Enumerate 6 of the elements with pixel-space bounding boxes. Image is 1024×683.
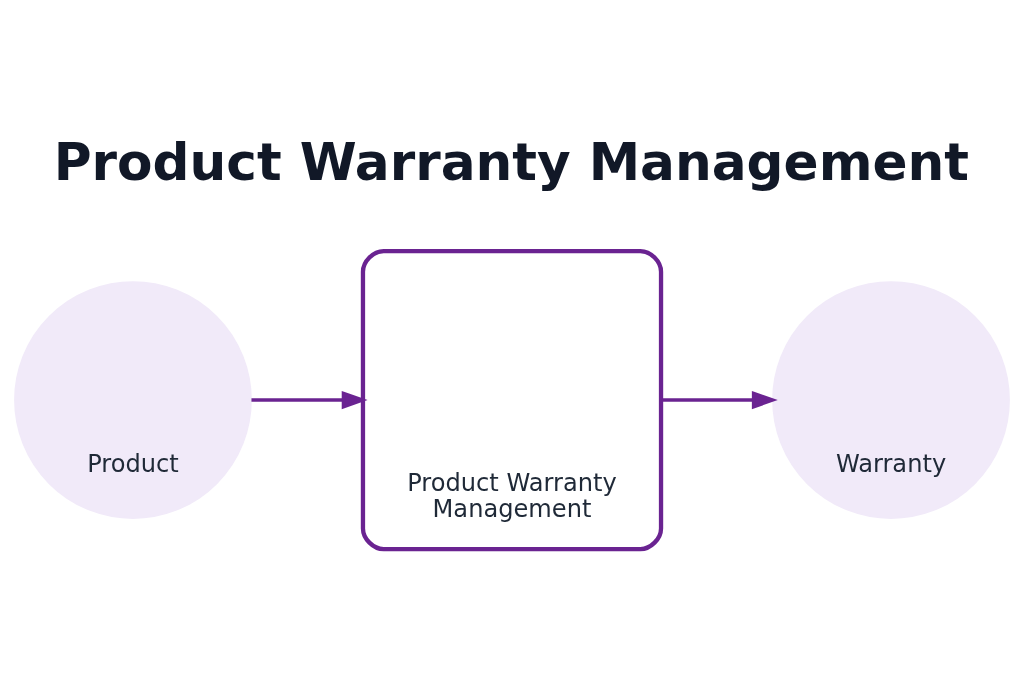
node-circle: Product bbox=[14, 281, 252, 519]
arrow bbox=[251, 391, 368, 410]
arrow bbox=[661, 391, 778, 410]
node-box: Product Warranty Management bbox=[360, 248, 664, 552]
node-circle: Warranty bbox=[772, 281, 1010, 519]
diagram-title: Product Warranty Management bbox=[53, 132, 970, 193]
